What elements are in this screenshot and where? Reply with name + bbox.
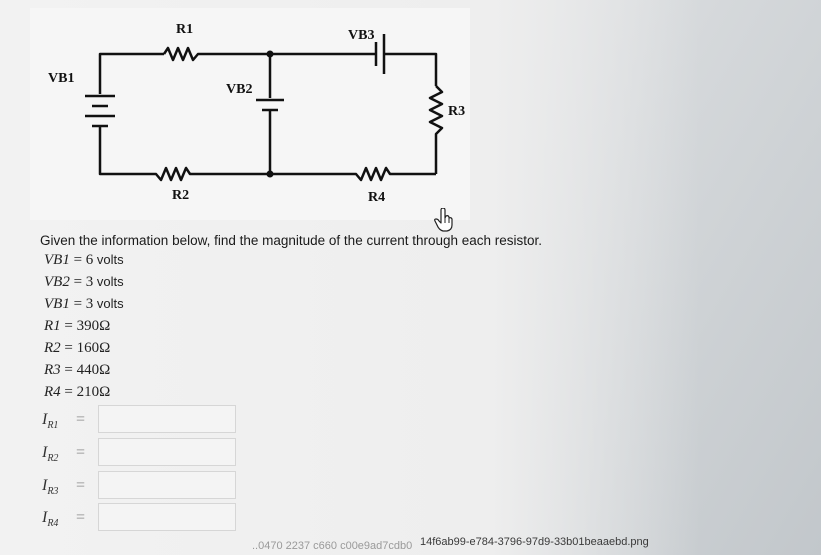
current-r4-input[interactable] <box>98 503 236 531</box>
faded-footer-text: ..0470 2237 c660 c00e9ad7cdb0 <box>252 540 412 552</box>
answer-label: IR3 <box>42 477 59 498</box>
r1-label: R1 <box>176 22 194 37</box>
vb1-label: VB1 <box>48 71 75 86</box>
given-line: VB2 = 3 volts <box>44 274 124 290</box>
given-line: R1 = 390Ω <box>44 318 111 334</box>
answer-label: IR1 <box>42 411 59 432</box>
vb3-label: VB3 <box>348 28 375 43</box>
question-panel: R1 VB3 VB1 VB2 R3 R2 R4 Given the inform… <box>0 0 700 555</box>
given-line: VB1 = 3 volts <box>44 296 124 312</box>
given-line: R3 = 440Ω <box>44 362 111 378</box>
r4-label: R4 <box>368 190 386 205</box>
hand-pointer-icon <box>434 207 454 237</box>
given-line: R4 = 210Ω <box>44 384 111 400</box>
current-r3-input[interactable] <box>98 471 236 499</box>
given-line: VB1 = 6 volts <box>44 252 124 268</box>
r3-label: R3 <box>448 104 466 119</box>
answer-label: IR4 <box>42 509 59 530</box>
vb2-label: VB2 <box>226 82 253 97</box>
image-filename: 14f6ab99-e784-3796-97d9-33b01beaaebd.png <box>420 536 649 548</box>
r2-label: R2 <box>172 188 190 203</box>
answer-label: IR2 <box>42 444 59 465</box>
current-r2-input[interactable] <box>98 438 236 466</box>
given-line: R2 = 160Ω <box>44 340 111 356</box>
circuit-wires <box>85 34 444 182</box>
question-text: Given the information below, find the ma… <box>40 233 543 248</box>
current-r1-input[interactable] <box>98 405 236 433</box>
circuit-diagram: R1 VB3 VB1 VB2 R3 R2 R4 <box>30 8 470 220</box>
